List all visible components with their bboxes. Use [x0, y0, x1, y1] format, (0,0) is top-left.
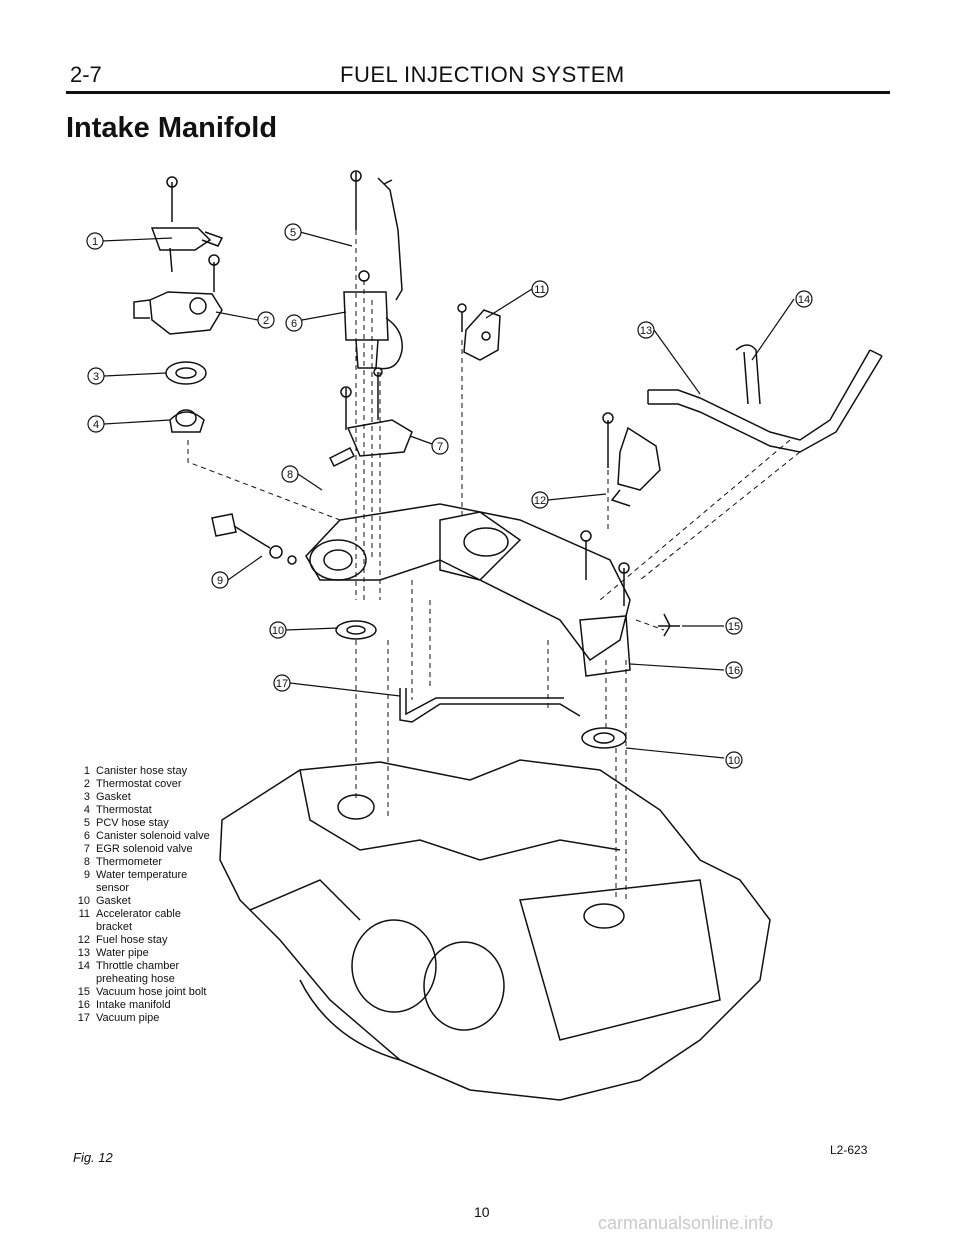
- legend-number: 3: [83, 791, 90, 803]
- legend-item: 15 Vacuum hose joint bolt: [70, 986, 220, 999]
- section-number: 2-7: [70, 62, 102, 87]
- legend-label: Canister hose stay: [96, 765, 188, 777]
- callout-label: 15: [728, 621, 740, 633]
- legend-number: 16: [77, 999, 90, 1011]
- legend-number: 12: [77, 934, 90, 946]
- legend-item: 16 Intake manifold: [70, 999, 220, 1012]
- legend-item: 5 PCV hose stay: [70, 817, 220, 830]
- legend-number: 6: [83, 830, 90, 842]
- thermostat-assembly: [133, 176, 224, 433]
- legend-item: 13 Water pipe: [70, 947, 220, 960]
- legend-item: 14 Throttle chamber preheating hose: [70, 960, 220, 986]
- figure-code: L2-623: [830, 1143, 868, 1157]
- callout-label: 17: [276, 678, 288, 690]
- legend-label: Thermostat: [96, 804, 152, 816]
- callout-label: 5: [290, 227, 296, 239]
- legend-label: Thermometer: [96, 856, 163, 868]
- callout-label: 9: [217, 575, 223, 587]
- chapter-title: FUEL INJECTION SYSTEM: [340, 62, 625, 87]
- legend-number: 7: [83, 843, 90, 855]
- callout-label: 10: [272, 625, 284, 637]
- callout-label: 1: [92, 236, 98, 248]
- legend-item: 17 Vacuum pipe: [70, 1012, 220, 1025]
- legend-number: 1: [83, 765, 90, 777]
- legend-item: 1 Canister hose stay: [70, 765, 220, 778]
- callout-label: 6: [291, 318, 297, 330]
- legend-number: 10: [77, 895, 90, 907]
- legend-number: 11: [78, 908, 90, 920]
- legend-item: 2 Thermostat cover: [70, 778, 220, 791]
- legend-label: Water pipe: [96, 947, 149, 959]
- legend-label: Vacuum hose joint bolt: [96, 986, 207, 998]
- legend-item: 12 Fuel hose stay: [70, 934, 220, 947]
- water-temp-sensor: [211, 513, 297, 565]
- legend-label: Vacuum pipe: [96, 1012, 160, 1024]
- callout-label: 12: [534, 495, 546, 507]
- legend-item: 3 Gasket: [70, 791, 220, 804]
- solenoid-stack: [328, 170, 413, 468]
- callout-label: 4: [93, 419, 99, 431]
- callout-label: 16: [728, 665, 740, 677]
- legend-item: 6 Canister solenoid valve: [70, 830, 220, 843]
- legend-label: Canister solenoid valve: [96, 830, 210, 842]
- legend-number: 2: [83, 778, 90, 790]
- legend-number: 9: [83, 869, 90, 881]
- callout-label: 11: [534, 284, 545, 296]
- legend-item: 9 Water temperature sensor: [70, 869, 220, 895]
- legend-label: Accelerator cable bracket: [96, 908, 181, 933]
- callout-label: 7: [437, 441, 443, 453]
- legend-number: 5: [83, 817, 90, 829]
- callout-label: 10: [728, 755, 740, 767]
- legend-number: 15: [77, 986, 90, 998]
- legend-label: EGR solenoid valve: [96, 843, 193, 855]
- legend-label: Throttle chamber preheating hose: [96, 960, 180, 985]
- legend-number: 8: [83, 856, 90, 868]
- figure-caption: Fig. 12: [73, 1150, 113, 1165]
- legend-item: 11 Accelerator cable bracket: [70, 908, 220, 934]
- water-pipe: [647, 344, 883, 453]
- legend-label: Water temperature sensor: [96, 869, 188, 894]
- callout-label: 2: [263, 315, 269, 327]
- callout-label: 3: [93, 371, 99, 383]
- engine-block: [219, 759, 771, 1101]
- callout-label: 14: [798, 294, 810, 306]
- fuel-hose-stay: [602, 412, 661, 507]
- legend-number: 4: [83, 804, 90, 816]
- callout-label: 13: [640, 325, 652, 337]
- callout-label: 8: [287, 469, 293, 481]
- intake-manifold: [305, 503, 631, 677]
- legend-number: 13: [77, 947, 90, 959]
- legend-item: 10 Gasket: [70, 895, 220, 908]
- legend-label: Fuel hose stay: [96, 934, 168, 946]
- header-rule: [66, 91, 890, 94]
- legend-label: Intake manifold: [96, 999, 171, 1011]
- legend-label: Gasket: [96, 791, 131, 803]
- legend-label: PCV hose stay: [96, 817, 169, 829]
- watermark: carmanualsonline.info: [598, 1213, 774, 1233]
- legend-number: 14: [77, 960, 90, 972]
- page-title: Intake Manifold: [66, 112, 278, 144]
- page-number: 10: [474, 1204, 490, 1220]
- legend-item: 4 Thermostat: [70, 804, 220, 817]
- legend-item: 7 EGR solenoid valve: [70, 843, 220, 856]
- legend-label: Gasket: [96, 895, 131, 907]
- legend-label: Thermostat cover: [96, 778, 182, 790]
- legend-number: 17: [77, 1012, 90, 1024]
- accelerator-bracket: [457, 303, 501, 361]
- legend-item: 8 Thermometer: [70, 856, 220, 869]
